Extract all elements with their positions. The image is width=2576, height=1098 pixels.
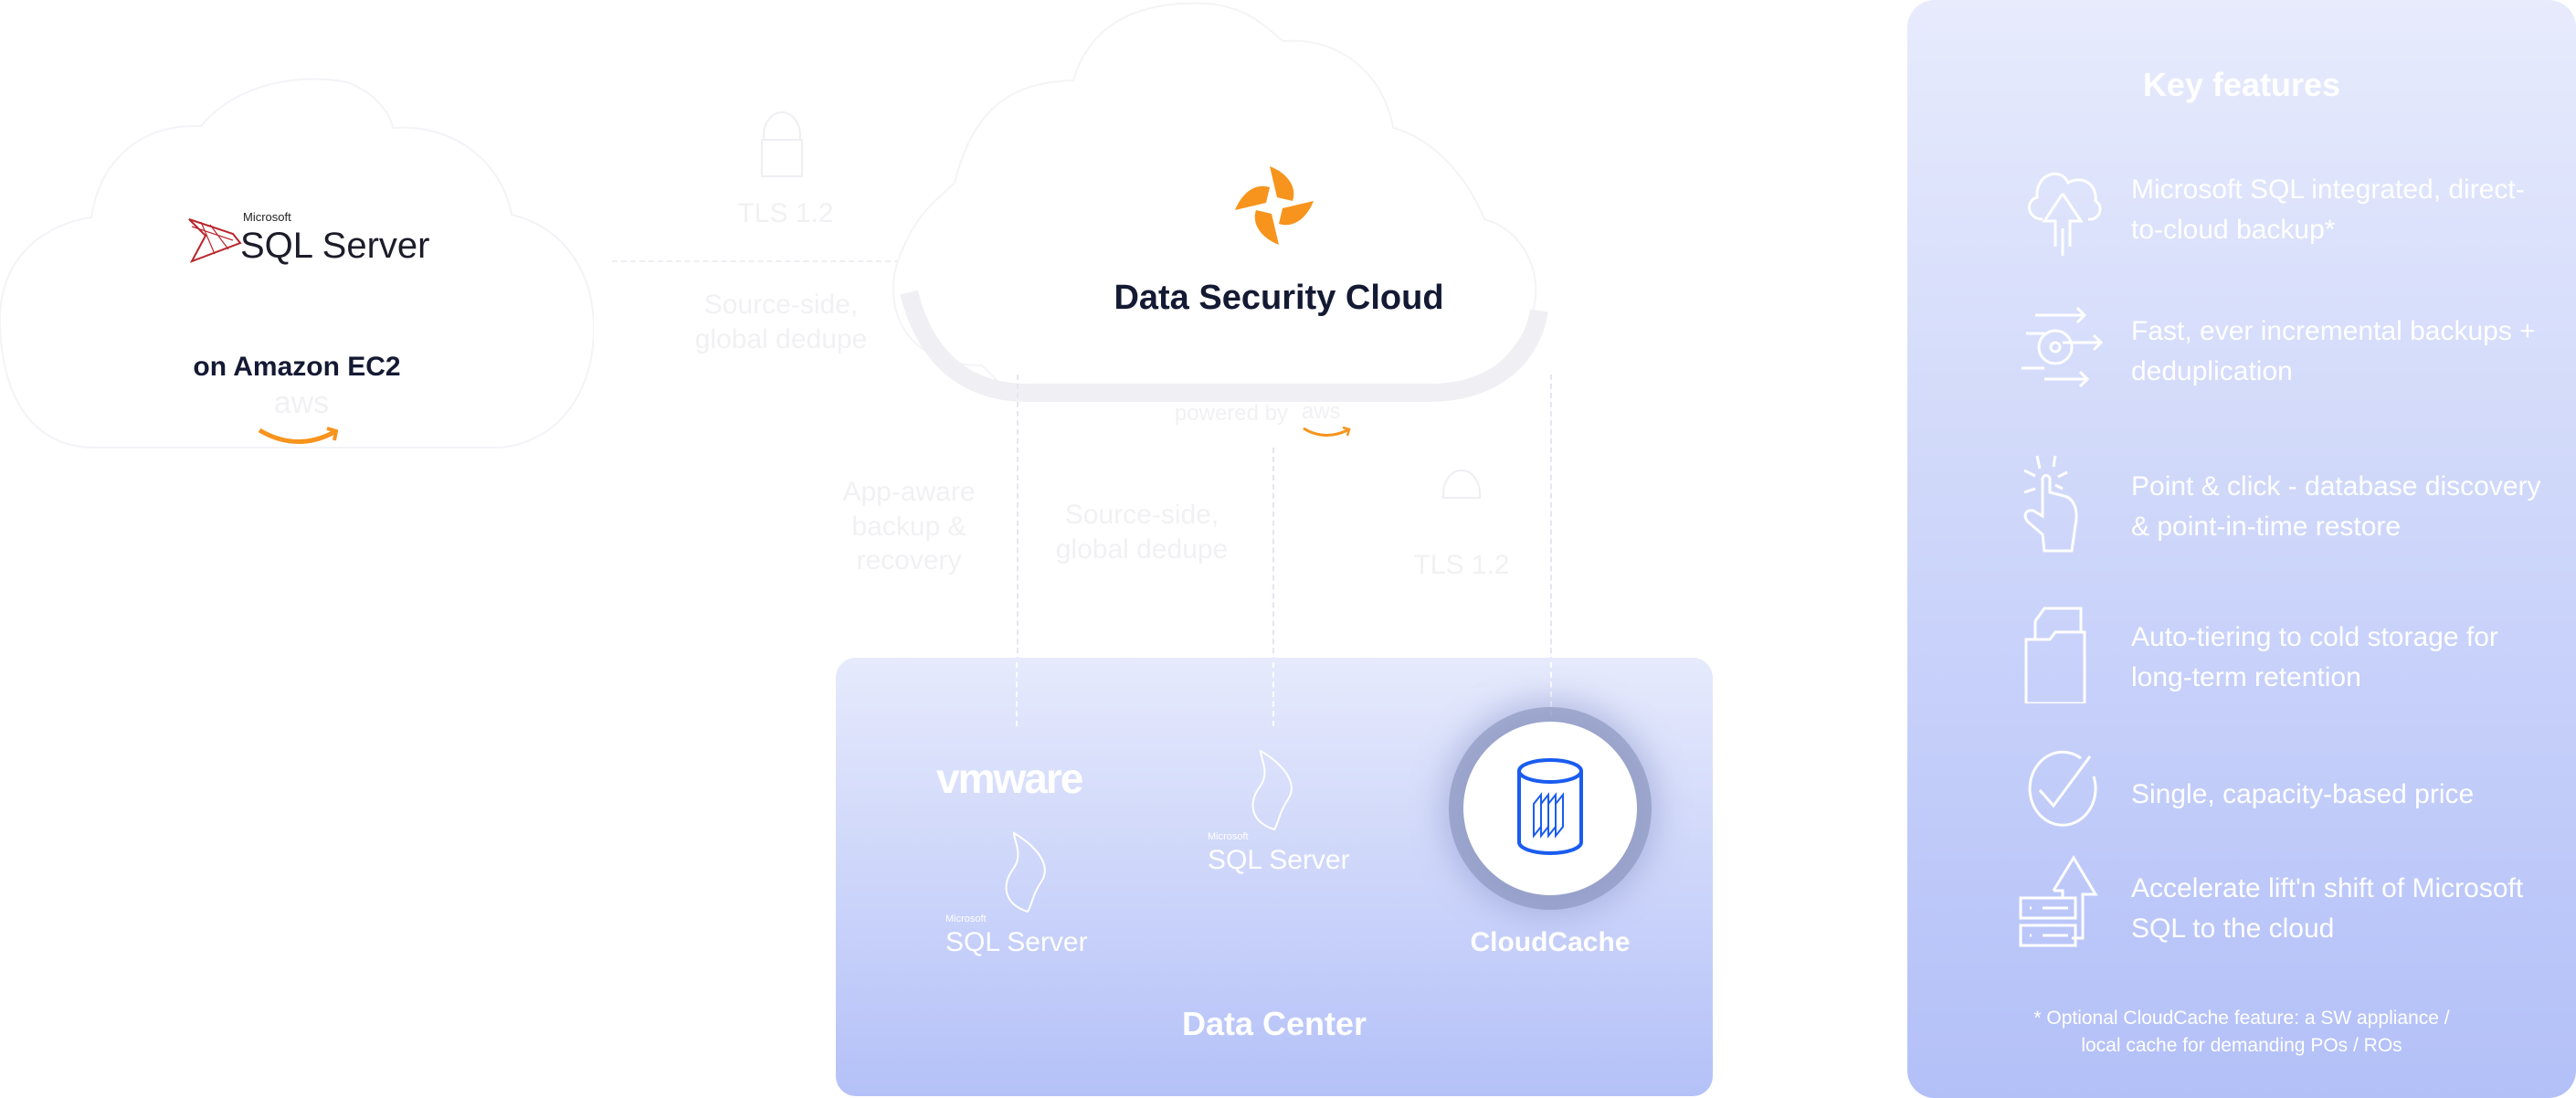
cloudcache-button[interactable] — [1463, 722, 1637, 895]
aws-logo-text-center: aws — [1302, 399, 1341, 424]
aws-logo-text: aws — [273, 385, 330, 420]
vmware-logo: vmware — [936, 755, 1083, 802]
feature-item: Fast, ever incremental backups + dedupli… — [1907, 297, 2576, 406]
lock-icon-bottom — [1442, 470, 1481, 499]
data-center-title: Data Center — [1181, 1005, 1367, 1042]
sql-server-logo-icon — [188, 218, 242, 263]
key-features-title: Key features — [2142, 66, 2341, 103]
key-features-panel: Key features Microsoft SQL integrated, d… — [1907, 0, 2576, 1098]
sql-server-label: SQL Server — [240, 226, 430, 266]
gear-arrows-icon — [2022, 306, 2104, 388]
powered-by-label: powered by — [1174, 401, 1288, 426]
cloudcache-label: CloudCache — [1470, 927, 1631, 957]
data-security-cloud-shape — [892, 2, 1548, 402]
aws-smile-icon — [258, 427, 339, 444]
feature-text: Accelerate lift'n shift of Microsoft SQL… — [2131, 873, 2524, 944]
feature-item: Accelerate lift'n shift of Microsoft SQL… — [1907, 854, 2576, 964]
druva-logo-icon — [1235, 166, 1314, 245]
feature-text: Single, capacity-based price — [2131, 779, 2475, 809]
dc-line-3 — [1550, 662, 1552, 726]
sql-server-logo-icon — [1005, 831, 1046, 913]
check-circle-icon — [2028, 750, 2097, 827]
sql-server-2-label: SQL Server — [1208, 845, 1350, 875]
folder-icon — [2024, 607, 2086, 703]
connector-line-1 — [1017, 375, 1019, 726]
app-aware-label: App-aware backup & recovery — [842, 477, 976, 575]
feature-text: Auto-tiering to cold storage for long-te… — [2131, 622, 2498, 692]
feature-text: Fast, ever incremental backups + dedupli… — [2131, 316, 2536, 386]
feature-item: Single, capacity-based price — [1907, 740, 2576, 850]
left-cloud-subtitle: on Amazon EC2 — [193, 352, 401, 382]
tls-label-bottom: TLS 1.2 — [1413, 550, 1510, 580]
sql-server-1-label: SQL Server — [945, 927, 1088, 957]
bidirectional-arrow — [612, 260, 927, 262]
tls-label-top: TLS 1.2 — [737, 198, 834, 228]
aws-smile-icon-center — [1303, 426, 1351, 437]
left-cloud: Microsoft SQL Server on Amazon EC2 aws — [0, 73, 594, 457]
feature-text: Microsoft SQL integrated, direct-to-clou… — [2131, 174, 2525, 245]
dedupe-label-bottom: Source-side, global dedupe — [1055, 500, 1229, 565]
dedupe-label-top: Source-side, global dedupe — [694, 290, 868, 354]
dc-line-1 — [1016, 662, 1018, 726]
feature-item: Auto-tiering to cold storage for long-te… — [1907, 603, 2576, 713]
hand-pointer-icon — [2023, 455, 2078, 553]
feature-text: Point & click - database discovery & poi… — [2131, 471, 2541, 542]
sql-server-logo-icon — [1251, 749, 1293, 831]
data-center-box: vmware Microsoft SQL Server Microsoft SQ… — [836, 658, 1713, 1096]
feature-item: Point & click - database discovery & poi… — [1907, 452, 2576, 562]
connector-line-2 — [1272, 448, 1274, 726]
sql-server-1-microsoft: Microsoft — [945, 913, 987, 924]
feature-item: Microsoft SQL integrated, direct-to-clou… — [1907, 155, 2576, 265]
dc-line-2 — [1272, 662, 1274, 726]
cloud-outline-icon — [0, 78, 594, 449]
lock-icon — [761, 111, 803, 177]
sql-server-2-microsoft: Microsoft — [1208, 831, 1249, 842]
database-icon — [1517, 758, 1583, 855]
server-upload-icon — [2019, 855, 2098, 947]
key-features-footnote: * Optional CloudCache feature: a SW appl… — [2033, 1008, 2450, 1056]
connector-line-3 — [1550, 375, 1552, 726]
data-security-cloud-title: Data Security Cloud — [1114, 279, 1444, 317]
sql-server-microsoft-label: Microsoft — [243, 210, 291, 224]
cloud-upload-icon — [2028, 172, 2102, 256]
